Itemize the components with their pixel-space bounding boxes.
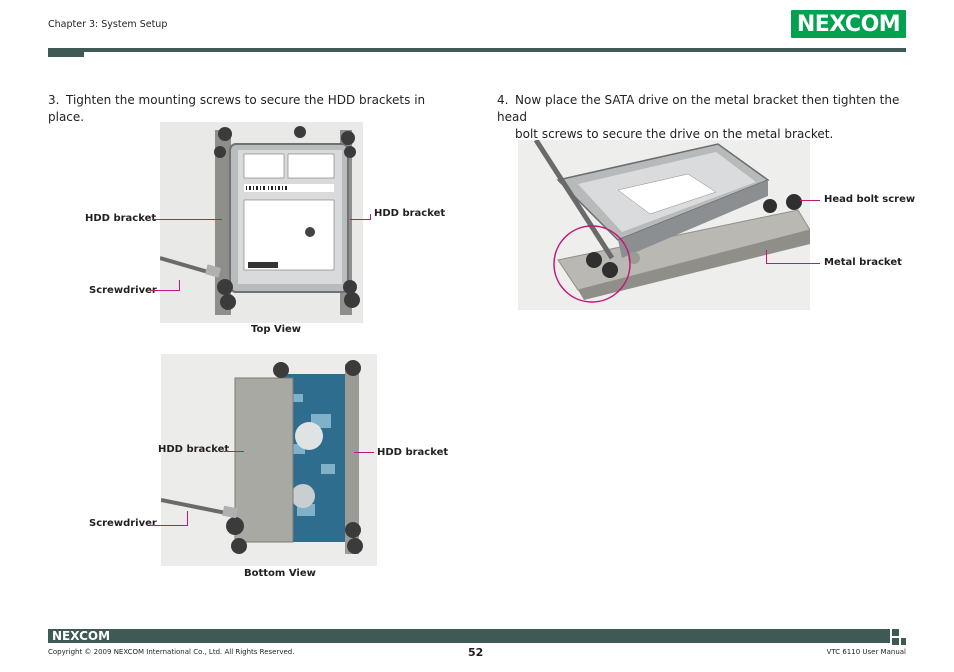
- top-screwdriver-label: Screwdriver: [89, 285, 157, 296]
- top-right-bracket-leader: [350, 219, 370, 220]
- bottom-view-photo: [161, 354, 377, 566]
- side-view-photo: [518, 140, 810, 310]
- footer-square-3: [901, 638, 906, 645]
- copyright-text: Copyright © 2009 NEXCOM International Co…: [48, 648, 295, 656]
- top-left-bracket-leader: [152, 219, 222, 220]
- nexcom-logo-text: NEXCOM: [796, 11, 901, 37]
- bottom-left-bracket-leader: [224, 451, 244, 452]
- step-4: 4.Now place the SATA drive on the metal …: [497, 92, 907, 143]
- chapter-title: Chapter 3: System Setup: [48, 19, 168, 30]
- bottom-screwdriver-label: Screwdriver: [89, 518, 157, 529]
- step-3-number: 3.: [48, 93, 60, 107]
- head-bolt-screw-leader: [800, 200, 820, 201]
- step-4-line-1: Now place the SATA drive on the metal br…: [497, 93, 900, 124]
- header-tab: [48, 50, 84, 57]
- top-screwdriver-leader-vertical: [179, 280, 180, 291]
- metal-bracket-label: Metal bracket: [824, 257, 902, 268]
- top-right-bracket-label: HDD bracket: [374, 208, 446, 219]
- footer-square-2: [892, 638, 899, 645]
- metal-bracket-leader: [766, 263, 820, 264]
- step-3-text: Tighten the mounting screws to secure th…: [48, 93, 426, 124]
- page-number: 52: [468, 646, 484, 659]
- metal-bracket-leader-vertical: [766, 250, 767, 264]
- footer-bar: [48, 629, 890, 643]
- header-rule: [48, 48, 906, 52]
- top-left-bracket-label: HDD bracket: [85, 213, 157, 224]
- footer-square-1: [892, 629, 899, 636]
- top-view-photo: [160, 122, 363, 323]
- step-4-number: 4.: [497, 93, 509, 107]
- bottom-screwdriver-leader: [151, 525, 187, 526]
- bottom-left-bracket-label: HDD bracket: [158, 444, 230, 455]
- manual-title: VTC 6110 User Manual: [826, 648, 906, 656]
- hdd-bottom-illustration: [161, 354, 377, 566]
- top-view-caption: Top View: [251, 324, 302, 335]
- bottom-screwdriver-leader-vertical: [187, 511, 188, 526]
- hdd-top-illustration: [160, 122, 363, 323]
- step-3: 3.Tighten the mounting screws to secure …: [48, 92, 448, 126]
- footer-logo: NEXCOM: [52, 629, 111, 643]
- bottom-right-bracket-label: HDD bracket: [377, 447, 449, 458]
- nexcom-logo: NEXCOM: [791, 10, 906, 38]
- top-right-bracket-leader-vertical: [370, 214, 371, 220]
- head-bolt-screw-label: Head bolt screw: [824, 194, 916, 205]
- bottom-view-caption: Bottom View: [244, 568, 316, 579]
- step-4-line-2: bolt screws to secure the drive on the m…: [515, 127, 834, 141]
- top-screwdriver-leader: [151, 290, 179, 291]
- hdd-side-illustration: [518, 140, 810, 310]
- bottom-right-bracket-leader: [354, 452, 374, 453]
